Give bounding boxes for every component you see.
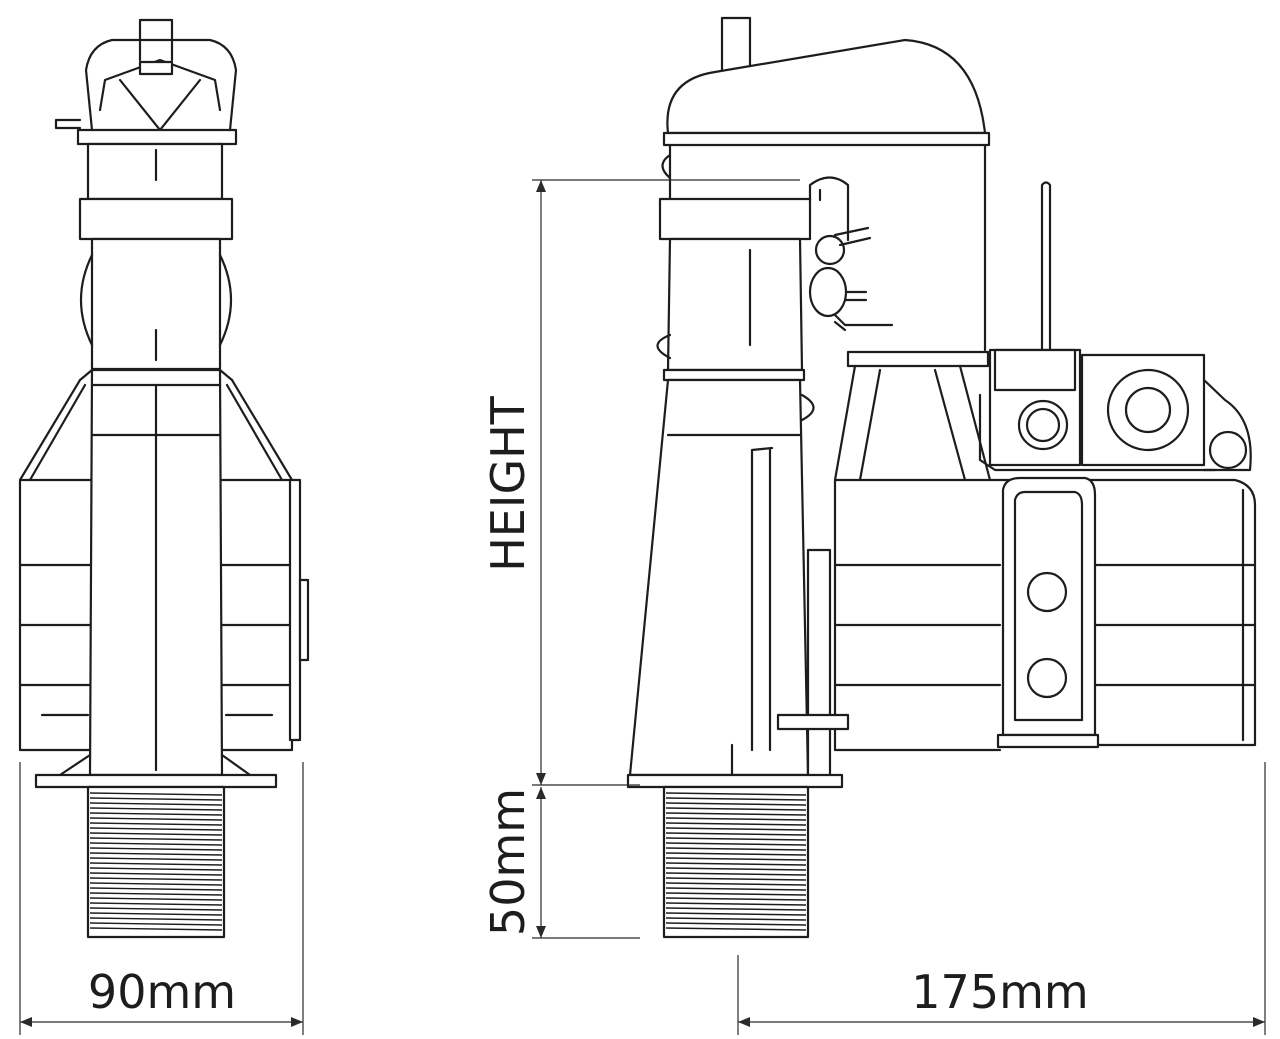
front-thread — [89, 792, 223, 931]
width-label: 90mm — [88, 965, 236, 1019]
thread-line — [89, 897, 223, 901]
thread-line — [665, 917, 807, 921]
thread-line — [89, 807, 223, 811]
thread-line — [665, 832, 807, 836]
side-view — [626, 16, 1257, 939]
thread-line — [665, 837, 807, 841]
thread-line — [665, 927, 807, 931]
thread-line — [665, 797, 807, 801]
thread-line — [89, 912, 223, 916]
thread-line — [665, 877, 807, 881]
thread-line — [89, 822, 223, 826]
thread-line — [89, 882, 223, 886]
thread-line — [89, 907, 223, 911]
thread-line — [89, 832, 223, 836]
thread-line — [665, 827, 807, 831]
thread-line — [665, 872, 807, 876]
thread-line — [665, 862, 807, 866]
thread-line — [665, 802, 807, 806]
thread-line — [89, 857, 223, 861]
depth-label: 175mm — [911, 965, 1088, 1019]
thread-line — [665, 892, 807, 896]
thread-line — [89, 812, 223, 816]
thread-line — [89, 792, 223, 796]
thread-line — [89, 817, 223, 821]
thread-line — [665, 902, 807, 906]
thread-label: 50mm — [481, 788, 535, 936]
thread-line — [665, 897, 807, 901]
thread-line — [665, 882, 807, 886]
thread-line — [665, 887, 807, 891]
thread-line — [665, 822, 807, 826]
thread-line — [665, 807, 807, 811]
side-thread — [665, 792, 807, 931]
thread-line — [665, 867, 807, 871]
thread-line — [89, 872, 223, 876]
thread-line — [665, 847, 807, 851]
depth-dimension — [737, 762, 1266, 1035]
thread-line — [89, 802, 223, 806]
thread-line — [89, 892, 223, 896]
thread-line — [665, 812, 807, 816]
front-view — [18, 18, 310, 939]
thread-line — [665, 817, 807, 821]
height-dimension — [532, 179, 800, 786]
thread-line — [89, 827, 223, 831]
thread-dimension — [532, 787, 640, 939]
thread-line — [89, 927, 223, 931]
thread-line — [89, 922, 223, 926]
thread-line — [89, 847, 223, 851]
thread-line — [665, 857, 807, 861]
thread-line — [89, 837, 223, 841]
thread-line — [89, 797, 223, 801]
thread-line — [89, 902, 223, 906]
thread-line — [665, 922, 807, 926]
thread-line — [665, 852, 807, 856]
thread-line — [89, 877, 223, 881]
thread-line — [89, 917, 223, 921]
height-label: HEIGHT — [481, 395, 535, 571]
thread-line — [89, 842, 223, 846]
thread-line — [665, 792, 807, 796]
thread-line — [89, 867, 223, 871]
thread-line — [89, 852, 223, 856]
thread-line — [89, 862, 223, 866]
thread-line — [665, 842, 807, 846]
thread-line — [665, 912, 807, 916]
thread-line — [665, 907, 807, 911]
width-dimension — [19, 762, 304, 1035]
thread-line — [89, 887, 223, 891]
